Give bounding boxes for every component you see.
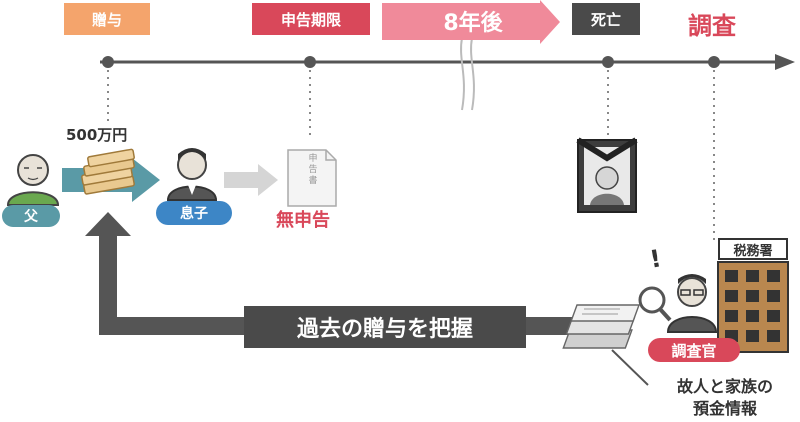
- deceased-portrait-icon: [576, 137, 638, 213]
- past-gifts-banner: 過去の贈与を把握: [244, 306, 526, 348]
- timeline-arrowhead: [775, 54, 795, 70]
- gift-label-text: 贈与: [91, 10, 122, 29]
- investigation-label: 調査: [688, 12, 736, 40]
- gift-label: 贈与: [64, 3, 150, 35]
- years-later-label: 8年後: [443, 11, 503, 36]
- break-mark-left: [460, 37, 465, 111]
- tax-office-sign: 税務署: [718, 238, 788, 260]
- records-label-line-1: 故人と家族の: [676, 377, 773, 396]
- form-line-3: 書: [308, 176, 318, 186]
- records-label-line-2: 預金情報: [692, 399, 757, 418]
- years-later-arrow: [382, 0, 560, 44]
- timeline-dot-deadline: [304, 56, 316, 68]
- timeline-dot-gift: [102, 56, 114, 68]
- return-arrowhead: [85, 212, 131, 236]
- father-icon: [6, 154, 60, 206]
- document-stack-icon: [562, 304, 641, 349]
- death-label: 死亡: [572, 3, 640, 35]
- death-label-text: 死亡: [590, 10, 621, 29]
- filing-arrow: [224, 164, 278, 196]
- form-line-2: 告: [308, 165, 318, 175]
- son-badge: 息子: [156, 201, 232, 225]
- inspector-icon: [666, 274, 718, 333]
- tax-office-building-icon: [717, 261, 789, 353]
- magnifier-icon: [638, 286, 672, 322]
- form-text: 申 告 書: [303, 154, 323, 187]
- timeline-dot-death: [602, 56, 614, 68]
- timeline-dot-investigation: [708, 56, 720, 68]
- tax-return-form-icon: [287, 149, 337, 207]
- records-callout-line: [611, 349, 649, 386]
- father-badge-text: 父: [24, 209, 38, 225]
- son-icon: [166, 148, 218, 201]
- inspector-badge: 調査官: [648, 338, 740, 362]
- amount-label: 500万円: [66, 126, 128, 144]
- money-stack-icon: [81, 148, 135, 195]
- son-badge-text: 息子: [180, 206, 208, 222]
- tax-office-sign-text: 税務署: [733, 243, 773, 259]
- no-filing-label: 無申告: [276, 210, 330, 231]
- inspector-badge-text: 調査官: [671, 341, 717, 360]
- deadline-label: 申告期限: [252, 3, 370, 35]
- break-mark-right: [470, 37, 475, 111]
- past-gifts-banner-text: 過去の贈与を把握: [296, 317, 473, 342]
- form-line-1: 申: [308, 154, 318, 164]
- deadline-label-text: 申告期限: [280, 10, 341, 29]
- records-label: 故人と家族の 預金情報: [652, 376, 798, 420]
- father-badge: 父: [2, 205, 60, 227]
